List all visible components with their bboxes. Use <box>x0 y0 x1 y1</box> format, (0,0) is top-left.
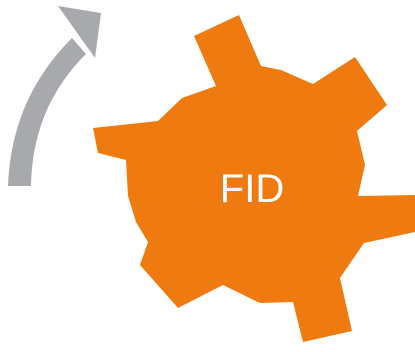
curved-arrow-head <box>58 6 101 58</box>
gear-icon: FID <box>93 15 415 342</box>
gear-label: FID <box>220 167 284 211</box>
curved-arrow-shaft <box>8 38 86 186</box>
gear-body <box>93 15 415 342</box>
curved-arrow-icon <box>8 6 101 186</box>
